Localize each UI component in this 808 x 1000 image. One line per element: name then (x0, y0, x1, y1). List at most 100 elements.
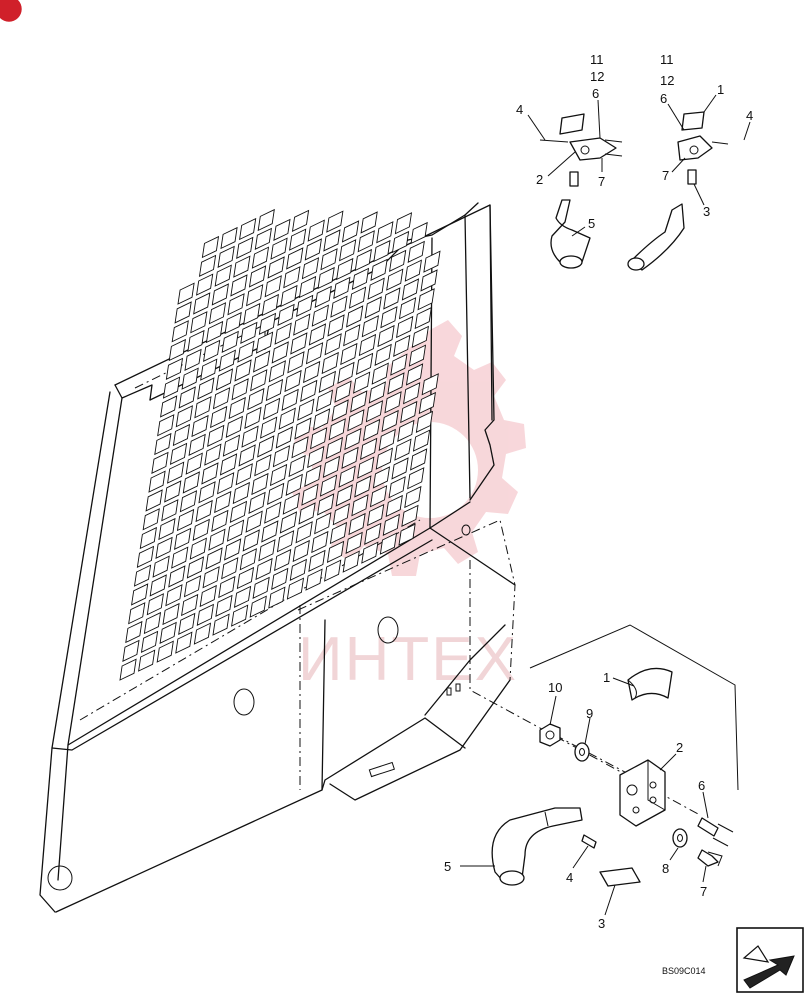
mesh-cell (393, 334, 411, 357)
mesh-cell (301, 483, 319, 506)
mesh-cell (168, 565, 186, 588)
mesh-cell (293, 313, 311, 336)
mesh-cell (289, 228, 307, 251)
mesh-cell (275, 426, 293, 449)
mesh-cell (364, 296, 382, 319)
mesh-cell (177, 282, 195, 305)
mesh-cell (157, 414, 175, 437)
mesh-cell (246, 284, 264, 307)
mesh-cell (174, 301, 192, 324)
mesh-cell (260, 416, 278, 439)
mesh-cell (404, 259, 422, 282)
mesh-cell (235, 463, 253, 486)
mesh-cell (278, 407, 296, 430)
mesh-cell (280, 284, 298, 308)
mesh-cell (165, 357, 184, 380)
mesh-cell (227, 293, 245, 316)
mesh-cell (243, 302, 261, 326)
mesh-cell (324, 333, 342, 356)
mesh-cell (222, 434, 241, 457)
mesh-cell (319, 474, 338, 497)
mesh-cell (364, 522, 382, 545)
mesh-cell (374, 343, 392, 366)
mesh-cell (314, 512, 332, 535)
mesh-cell (305, 342, 324, 365)
mesh-cell (201, 462, 219, 485)
mesh-cell (175, 631, 193, 654)
mesh-cell (415, 410, 434, 433)
mesh-cell (190, 311, 208, 334)
mesh-cell (215, 368, 234, 391)
mesh-cell (152, 555, 170, 578)
mesh-cell (195, 499, 213, 523)
mesh-cell (355, 352, 374, 375)
mesh-cell (291, 209, 310, 232)
mesh-cell (219, 453, 238, 476)
callout-m-2: 2 (676, 740, 683, 755)
mesh-cell (230, 274, 248, 297)
mesh-cell (412, 429, 431, 452)
mesh-cell (232, 481, 250, 505)
mesh-cell (261, 520, 279, 543)
mesh-cell (131, 583, 149, 606)
mesh-cell (258, 539, 276, 562)
mesh-cell (221, 330, 239, 353)
drawing-code: BS09C014 (662, 966, 706, 976)
mesh-cell (334, 380, 352, 403)
mesh-cell (143, 611, 162, 635)
mesh-cell (358, 333, 377, 357)
mesh-cell (122, 639, 140, 662)
mesh-cell (139, 526, 157, 550)
mesh-cell (255, 331, 274, 354)
mesh-cell (372, 466, 391, 489)
mesh-cell (224, 538, 242, 561)
mesh-cell (187, 329, 205, 353)
mesh-cell (271, 567, 289, 590)
mesh-cell (218, 349, 236, 372)
mesh-cell (251, 472, 269, 496)
mesh-cell (253, 350, 271, 373)
mesh-cell (128, 602, 146, 625)
mesh-cell (162, 602, 180, 626)
next-page-arrow-icon[interactable] (736, 927, 804, 993)
mesh-cell (333, 276, 351, 299)
mesh-cell (323, 229, 341, 252)
mesh-cell (199, 584, 217, 608)
screen-panel (39, 202, 516, 913)
mesh-cell (238, 444, 256, 467)
mesh-cell (360, 437, 378, 460)
mesh-cell (297, 398, 315, 421)
mesh-cell (344, 427, 362, 451)
mesh-cell (242, 529, 260, 552)
mesh-cell (405, 363, 424, 386)
mesh-cell (257, 208, 275, 232)
mesh-cell (394, 212, 413, 235)
mesh-cell (264, 275, 282, 298)
mesh-cell (226, 519, 245, 542)
callout-m-3: 3 (598, 916, 605, 931)
mesh-cell (268, 586, 286, 609)
callout-tl-5: 5 (588, 216, 595, 231)
mesh-cell (258, 312, 277, 335)
mesh-cell (324, 559, 342, 582)
mesh-cell (371, 362, 389, 385)
mesh-cell (273, 218, 291, 241)
mesh-cell (311, 530, 329, 554)
mesh-cell (196, 273, 214, 296)
mesh-cell (305, 568, 323, 591)
mesh-cell (250, 369, 268, 392)
mesh-cell (224, 311, 242, 335)
detail-upper-left (539, 113, 623, 269)
mesh-cell (178, 386, 196, 409)
mesh-cell (367, 503, 385, 527)
callout-tl-12: 12 (590, 69, 604, 84)
mesh-cell (284, 369, 302, 393)
mesh-cell (236, 236, 254, 259)
mesh-cell (239, 217, 257, 241)
mesh-cell (248, 491, 266, 514)
mesh-cell (391, 457, 409, 480)
mesh-cell (407, 467, 425, 490)
mesh-cell (191, 414, 209, 438)
mesh-cell (287, 351, 305, 374)
